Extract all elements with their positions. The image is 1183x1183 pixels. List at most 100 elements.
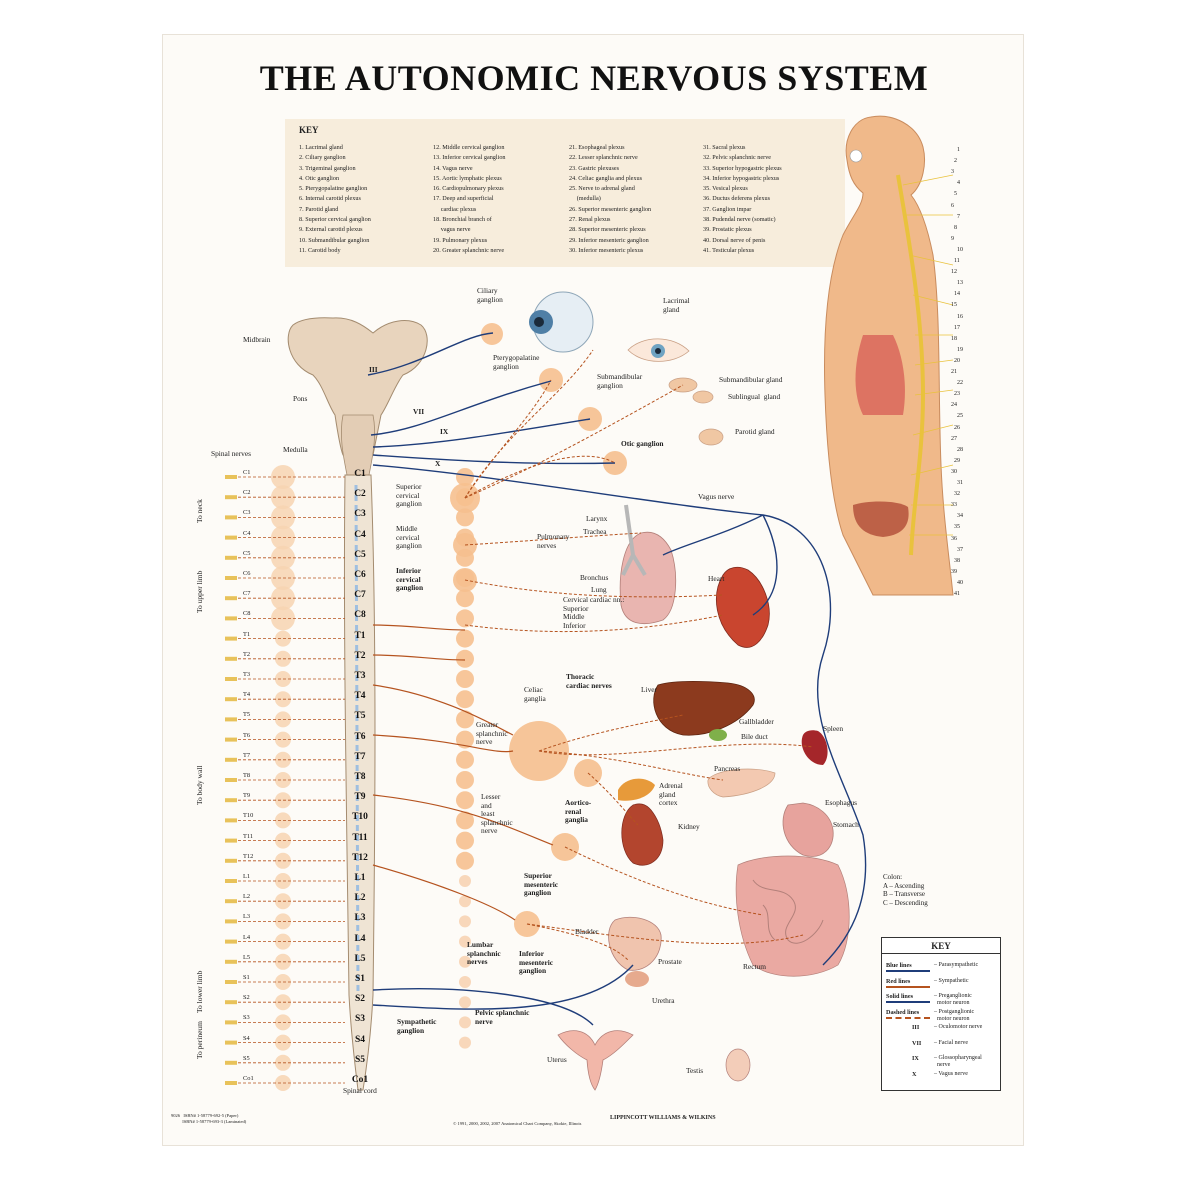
eye-face [627, 338, 690, 362]
spinal-nerve-tip [225, 919, 237, 924]
spinal-segment-c2: C2 [354, 489, 366, 500]
key-entry: 1. Lacrimal gland [299, 144, 343, 151]
spinal-segment-t6: T6 [354, 731, 366, 742]
spinal-nerve-label: C6 [243, 570, 251, 577]
label-superior-mesenteric-ganglion: Superior mesenteric ganglion [524, 871, 559, 897]
spinal-segment-s4: S4 [354, 1034, 366, 1045]
spinal-nerve-tip [225, 879, 237, 883]
spinal-segment-co1: Co1 [351, 1075, 369, 1085]
spinal-nerve-label: T8 [243, 772, 251, 779]
label-stomach: Stomach [833, 820, 859, 829]
key-entry: 8. Superior cervical ganglion [299, 216, 371, 224]
body-figure-number: 15 [951, 302, 957, 309]
body-figure-number: 2 [954, 158, 957, 165]
brainstem [287, 317, 428, 476]
chain-ganglion [459, 895, 471, 908]
key-entry: 15. Aortic lymphatic plexus [433, 174, 502, 182]
spinal-segment-l3: L3 [354, 913, 366, 924]
label-to-body-wall: To body wall [195, 765, 204, 805]
spinal-segment-t9: T9 [354, 792, 366, 803]
body-figure-number: 35 [954, 524, 960, 531]
label-bronchus: Bronchus [580, 573, 609, 582]
key-entry: 36. Ductus deferens plexus [703, 195, 771, 203]
label-kidney: Kidney [678, 822, 700, 831]
chain-ganglion [456, 730, 474, 749]
spinal-nerve-label: C1 [243, 469, 251, 476]
footer-publisher-logo: LIPPINCOTT WILLIAMS & WILKINS [610, 1115, 716, 1121]
key-entry: 22. Lesser splanchnic nerve [569, 154, 638, 162]
legend-line-swatch [886, 1016, 930, 1019]
key-entry: 38. Pudendal nerve (somatic) [703, 216, 776, 224]
body-figure-number: 21 [951, 369, 957, 375]
legend-line-swatch [886, 1001, 930, 1003]
body-figure-number: 20 [954, 357, 960, 364]
body-figure-number: 28 [957, 446, 963, 453]
chain-ganglion [456, 791, 474, 810]
key-entry: 30. Inferior mesenteric plexus [569, 246, 644, 254]
label-cn-x: X [435, 459, 441, 468]
spinal-segment-t8: T8 [354, 772, 366, 782]
label-inferior-mesenteric-ganglion: Inferior mesenteric ganglion [519, 949, 554, 975]
spinal-nerve-tip [225, 818, 237, 823]
spinal-nerve-tip [225, 980, 237, 984]
spinal-nerve-label: T5 [243, 711, 251, 719]
human-body-figure [824, 115, 954, 596]
body-figure-number: 9 [951, 235, 954, 242]
footer-isbn: 9026 ISBN# 1-58779-692-5 (Paper) ISBN# 1… [171, 1113, 247, 1124]
body-figure-number: 24 [951, 402, 957, 409]
lung [619, 531, 676, 625]
legend-line-swatch [886, 985, 930, 988]
body-figure-number: 40 [957, 579, 963, 586]
body-figure-number: 14 [954, 291, 960, 298]
label-thoracic-cardiac-nerves: Thoracic cardiac nerves [566, 672, 612, 690]
legend-line-swatch [886, 970, 930, 972]
spinal-nerve-tip [225, 959, 237, 964]
spinal-segment-s2: S2 [354, 994, 366, 1005]
label-cn-iii: III [369, 365, 378, 374]
kidney [621, 803, 664, 866]
spinal-nerve-tip [225, 596, 237, 601]
spinal-nerve-tip [225, 1040, 237, 1045]
label-cn-ix: IX [440, 427, 449, 436]
cranial-ganglia [450, 323, 627, 937]
body-figure-number: 27 [951, 435, 957, 442]
spleen [801, 730, 828, 765]
body-figure-number: 3 [951, 169, 954, 176]
body-figure-number: 22 [957, 380, 963, 387]
key-entry: 13. Inferior cervical ganglion [433, 154, 506, 162]
spinal-segment-s3: S3 [354, 1014, 366, 1025]
key-entry: 27. Renal plexus [569, 216, 611, 224]
label-pterygopalatine-ganglion: Pterygopalatine ganglion [493, 353, 540, 371]
spinal-nerve-label: T7 [243, 751, 251, 759]
label-larynx: Larynx [586, 514, 608, 523]
body-figure-number: 7 [957, 213, 960, 220]
liver [653, 680, 755, 736]
chain-ganglion [456, 750, 474, 769]
chain-ganglion [456, 710, 474, 729]
label-submandibular-ganglion: Submandibular ganglion [597, 372, 643, 390]
spinal-nerve-label: L4 [243, 933, 251, 941]
body-figure-number: 29 [954, 457, 960, 464]
label-to-perineum: To perineum [195, 1020, 204, 1059]
label-esophagus: Esophagus [825, 798, 858, 807]
label-aorticorenal-ganglia: Aortico- renal ganglia [565, 798, 592, 824]
label-pulmonary-nerves: Pulmonary nerves [537, 532, 570, 550]
spinal-nerve-tip [225, 939, 237, 944]
spinal-nerve-tip [225, 515, 237, 520]
chain-ganglion [459, 875, 471, 887]
spinal-segment-c8: C8 [354, 610, 366, 621]
chain-ganglion [456, 670, 474, 688]
key-entry: 17. Deep and superficial [433, 195, 494, 203]
label-lesser-splanchnic-nerve: Lesser and least splanchnic nerve [481, 792, 513, 835]
spinal-nerve-tip [225, 576, 237, 580]
body-figure-number: 38 [954, 557, 960, 564]
label-vagus-nerve: Vagus nerve [698, 492, 735, 501]
label-pons: Pons [293, 394, 308, 403]
legend-item-name: X [912, 1070, 917, 1078]
spinal-segment-t10: T10 [352, 812, 368, 823]
label-midbrain: Midbrain [243, 335, 271, 344]
spinal-nerve-tip [225, 717, 237, 722]
